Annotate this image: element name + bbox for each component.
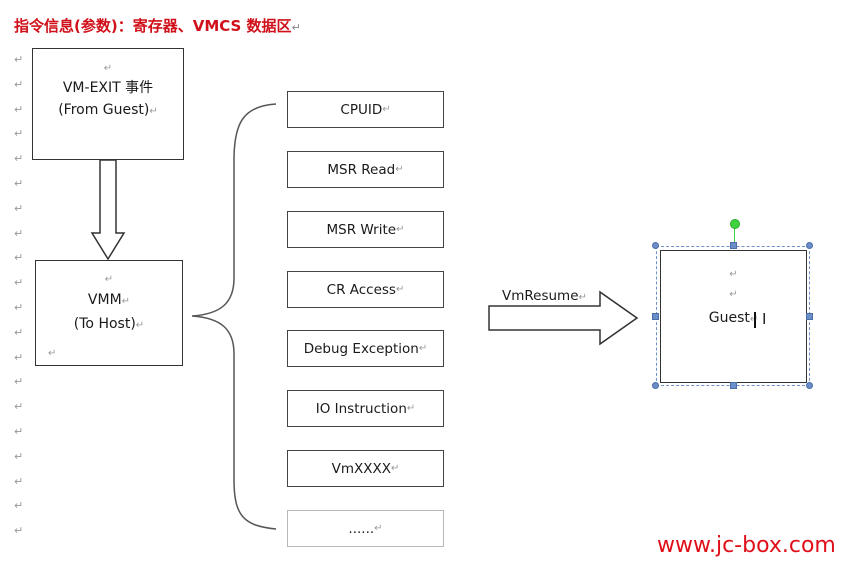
handler-label: VmXXXX: [331, 460, 391, 477]
return-mark: ↵: [14, 251, 24, 265]
curly-brace: [191, 103, 277, 530]
return-mark: ↵: [149, 106, 158, 117]
return-mark: ↵: [374, 523, 383, 534]
return-mark: ↵: [14, 102, 24, 116]
return-mark: ↵: [391, 463, 400, 474]
vmm-subtitle: (To Host)↵: [36, 313, 182, 337]
handler-msr-write: MSR Write↵: [287, 211, 444, 248]
handler-label: MSR Write: [326, 221, 397, 238]
return-mark: ↵: [48, 348, 57, 359]
return-mark: ↵: [135, 320, 145, 331]
handler-io-instruction: IO Instruction↵: [287, 390, 444, 427]
return-mark: ↵: [14, 424, 24, 438]
handler-label: ......: [348, 520, 375, 537]
text-caret: [754, 312, 756, 328]
resize-handle-right[interactable]: [806, 313, 813, 320]
handler-debug-exception: Debug Exception↵: [287, 330, 444, 367]
handler-label: CPUID: [340, 101, 383, 118]
return-mark: ↵: [291, 21, 301, 34]
return-mark: ↵: [729, 289, 738, 300]
handler-label: Debug Exception: [303, 340, 419, 357]
paragraph-mark-gutter: ↵ ↵ ↵ ↵ ↵ ↵ ↵ ↵ ↵ ↵ ↵ ↵ ↵ ↵ ↵ ↵ ↵ ↵ ↵ ↵: [14, 48, 26, 544]
return-mark: ↵: [729, 269, 738, 280]
rotate-stem: [734, 227, 735, 245]
vmresume-label: VmResume↵: [502, 288, 587, 304]
vmm-box: ↵ VMM↵ (To Host)↵ ↵: [35, 260, 183, 366]
vm-exit-line1: VM-EXIT 事件: [62, 80, 154, 96]
vmm-line2: (To Host): [73, 316, 136, 332]
down-arrow: [90, 159, 126, 261]
vm-exit-title: VM-EXIT 事件: [33, 77, 183, 99]
vmresume-text: VmResume: [502, 288, 579, 304]
return-mark: ↵: [14, 176, 24, 190]
return-mark: ↵: [406, 403, 416, 414]
return-mark: ↵: [395, 284, 405, 295]
resize-handle-top-right[interactable]: [806, 242, 813, 249]
return-mark: ↵: [14, 300, 24, 314]
vmm-title: VMM↵: [36, 289, 182, 313]
return-mark: ↵: [14, 201, 24, 215]
return-mark: ↵: [121, 296, 131, 307]
return-mark: ↵: [104, 274, 114, 285]
vm-exit-subtitle: (From Guest)↵: [33, 99, 183, 123]
handler-more: ......↵: [287, 510, 444, 547]
heading-text: 指令信息(参数)：寄存器、VMCS 数据区: [14, 17, 292, 35]
return-mark: ↵: [578, 292, 587, 303]
return-mark: ↵: [418, 343, 428, 354]
handler-label: CR Access: [326, 281, 396, 298]
return-mark: ↵: [14, 127, 24, 141]
right-arrow: [488, 290, 639, 346]
guest-box[interactable]: ↵ ↵ Guest↵: [660, 250, 807, 383]
resize-handle-bottom-left[interactable]: [652, 382, 659, 389]
resize-handle-top-left[interactable]: [652, 242, 659, 249]
return-mark: ↵: [14, 400, 24, 414]
return-mark: ↵: [14, 375, 24, 389]
return-mark: ↵: [396, 224, 405, 235]
vm-exit-box: ↵ VM-EXIT 事件 (From Guest)↵: [32, 48, 184, 160]
resize-handle-bottom[interactable]: [730, 382, 737, 389]
return-mark: ↵: [14, 325, 24, 339]
resize-handle-left[interactable]: [652, 313, 659, 320]
return-mark: ↵: [14, 276, 24, 290]
vmm-line1: VMM: [87, 292, 122, 308]
return-mark: ↵: [14, 226, 24, 240]
return-mark: ↵: [395, 164, 404, 175]
return-mark: ↵: [14, 152, 24, 166]
section-heading: 指令信息(参数)：寄存器、VMCS 数据区↵: [14, 15, 301, 36]
guest-label[interactable]: Guest↵: [661, 305, 806, 333]
return-mark: ↵: [14, 77, 24, 91]
return-mark: ↵: [103, 63, 113, 74]
resize-handle-bottom-right[interactable]: [806, 382, 813, 389]
watermark: www.jc-box.com: [657, 533, 836, 558]
handler-label: IO Instruction: [315, 400, 407, 417]
resize-handle-top[interactable]: [730, 242, 737, 249]
handler-label: MSR Read: [327, 161, 396, 178]
guest-text[interactable]: Guest: [708, 310, 750, 326]
rotate-handle[interactable]: [730, 219, 740, 229]
handler-msr-read: MSR Read↵: [287, 151, 444, 188]
return-mark: ↵: [14, 449, 24, 463]
return-mark: ↵: [14, 474, 24, 488]
handler-vmxxxx: VmXXXX↵: [287, 450, 444, 487]
return-mark: ↵: [14, 499, 24, 513]
ibeam-cursor-icon: I: [762, 311, 767, 328]
return-mark: ↵: [14, 53, 24, 66]
return-mark: ↵: [14, 524, 24, 538]
handler-cr-access: CR Access↵: [287, 271, 444, 308]
vm-exit-line2: (From Guest): [58, 102, 150, 118]
return-mark: ↵: [14, 350, 24, 364]
handler-cpuid: CPUID↵: [287, 91, 444, 128]
return-mark: ↵: [382, 104, 391, 115]
